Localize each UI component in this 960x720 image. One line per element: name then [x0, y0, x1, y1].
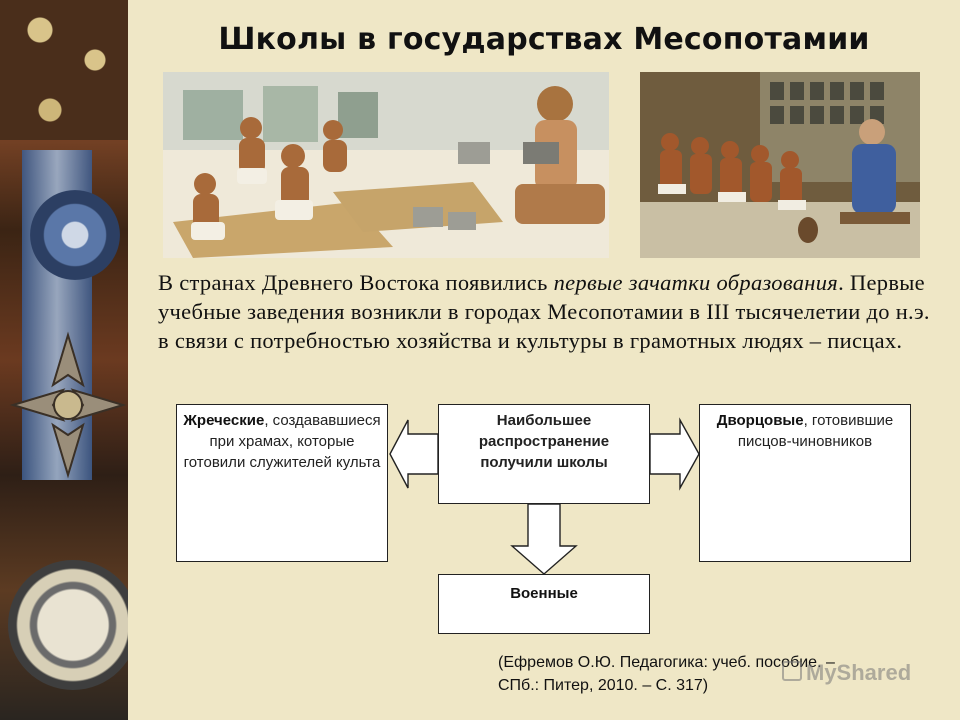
sumerian-school-illustration: [163, 72, 609, 258]
citation-line-2: СПб.: Питер, 2010. – С. 317): [498, 677, 709, 694]
watermark-logo-icon: [782, 661, 802, 681]
citation-line-1: (Ефремов О.Ю. Педагогика: учеб. пособие.…: [498, 654, 835, 671]
compass-icon: [8, 560, 128, 690]
decorative-medal-collage: [0, 0, 128, 720]
box-main-statement: Наибольшее распространение получили школ…: [438, 404, 650, 504]
paragraph-emphasis: первые зачатки образования: [553, 270, 839, 295]
military-schools-title: Военные: [510, 585, 578, 602]
watermark: MyShared: [782, 660, 911, 686]
paragraph-text-start: В странах Древнего Востока появились: [158, 270, 554, 295]
rosette-decoration: [30, 190, 120, 280]
intro-paragraph: В странах Древнего Востока появились пер…: [158, 268, 938, 355]
citation: (Ефремов О.Ю. Педагогика: учеб. пособие.…: [498, 651, 938, 697]
arrow-down: [510, 503, 578, 575]
priestly-schools-description: , создававшиеся при храмах, которые гото…: [183, 412, 381, 471]
watermark-text: MyShared: [806, 660, 912, 685]
scribes-school-illustration: [640, 72, 920, 258]
paragraph-text-end: . Первые учебные заведения возникли в го…: [158, 270, 930, 353]
cross-medal-icon: [9, 331, 127, 479]
buttons-decoration: [0, 0, 128, 140]
box-palace-schools: Дворцовые, готовившие писцов-чиновников: [699, 404, 911, 562]
slide-title: Школы в государствах Месопотамии: [218, 22, 870, 57]
box-priestly-schools: Жреческие, создававшиеся при храмах, кот…: [176, 404, 388, 562]
palace-schools-description: , готовившие писцов-чиновников: [737, 412, 894, 450]
arrow-left: [389, 419, 439, 489]
main-statement-text: Наибольшее распространение получили школ…: [478, 412, 610, 471]
priestly-schools-title: Жреческие: [183, 412, 265, 429]
arrow-right: [649, 417, 700, 491]
box-military-schools: Военные: [438, 574, 650, 634]
palace-schools-title: Дворцовые: [716, 412, 804, 429]
